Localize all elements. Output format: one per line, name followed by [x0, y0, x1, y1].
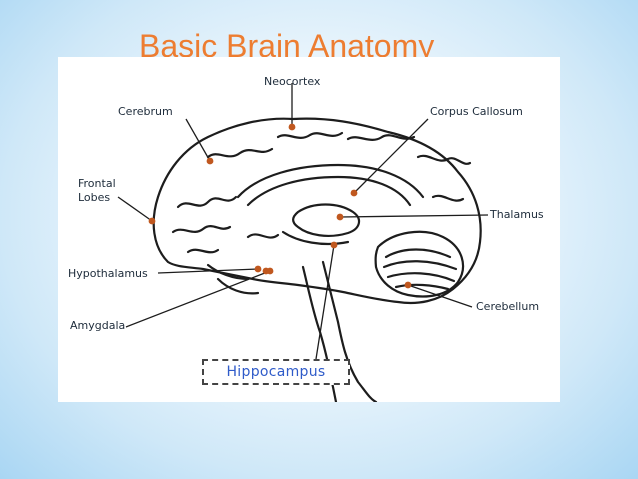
label-cerebellum: Cerebellum: [476, 300, 540, 313]
marker-hippocampus: [330, 241, 338, 249]
corpus-callosum-arch: [236, 163, 425, 199]
marker-amygdala: [266, 267, 274, 275]
label-hippocampus: Hippocampus: [226, 364, 326, 380]
marker-thalamus: [336, 213, 344, 221]
label-corpus-callosum: Corpus Callosum: [430, 105, 523, 118]
label-amygdala: Amygdala: [70, 319, 126, 332]
label-cerebrum: Cerebrum: [118, 105, 173, 118]
brain-outline: [152, 117, 482, 305]
brainstem: [321, 260, 378, 402]
brain-illustration: [117, 83, 489, 402]
label-neocortex: Neocortex: [264, 75, 321, 88]
brain-diagram: Neocortex Cerebrum Corpus Callosum Front…: [58, 57, 560, 402]
marker-cerebrum: [206, 157, 214, 165]
label-hypothalamus: Hypothalamus: [68, 267, 148, 280]
marker-frontal-lobes: [148, 217, 156, 225]
hippocampus-callout: Hippocampus: [202, 359, 350, 385]
label-thalamus: Thalamus: [490, 208, 544, 221]
marker-neocortex: [288, 123, 296, 131]
marker-corpus-callosum: [350, 189, 358, 197]
marker-cerebellum: [404, 281, 412, 289]
label-frontal-lobes: Frontal Lobes: [78, 177, 116, 204]
marker-hypothalamus: [254, 265, 262, 273]
cerebellum-outline: [374, 230, 465, 298]
